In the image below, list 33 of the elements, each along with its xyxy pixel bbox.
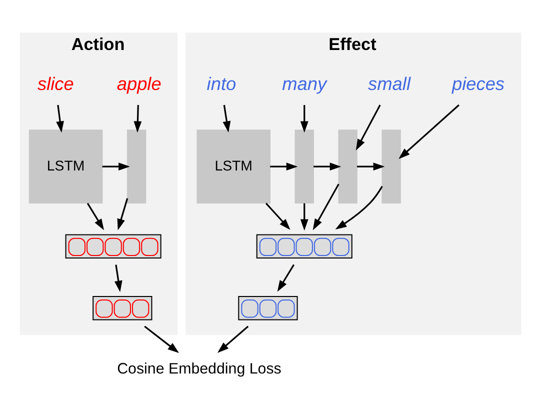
node-text: Cosine Embedding Loss [117,360,282,377]
arrow [357,162,385,170]
arrow [270,162,298,170]
node-text: into [206,74,236,94]
node-text: small [368,74,411,94]
arrow [300,104,308,132]
node-text: slice [37,74,74,94]
arrow [56,104,64,132]
node-text: apple [116,74,162,94]
arrow [144,325,179,353]
node-bar [338,129,358,203]
arrow [86,202,104,230]
arrow [114,264,122,292]
arrow [356,104,381,150]
node-box: LSTM [196,129,270,203]
arrow [265,202,290,230]
node-text: many [282,74,327,94]
arrow [277,264,295,292]
arrow [117,198,128,230]
arrow [335,185,383,230]
arrow [222,104,231,132]
arrow [398,104,460,159]
node-bar [382,129,401,203]
arrow [312,183,340,230]
node-box: LSTM [28,129,103,203]
node-bar [126,129,146,203]
node-bar [294,129,314,203]
arrow [314,162,342,170]
node-text: pieces [452,74,505,94]
arrow [300,202,308,230]
arrow [134,104,142,132]
arrow [102,162,130,170]
arrow [217,325,249,352]
